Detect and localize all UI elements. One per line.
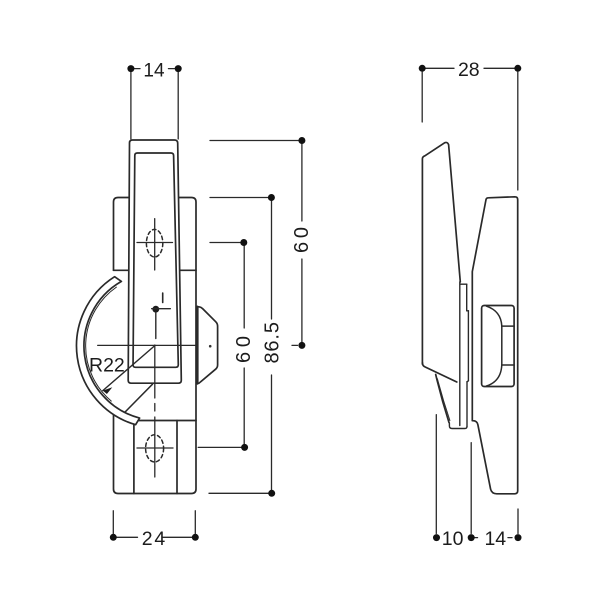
svg-text:10: 10 (442, 528, 464, 550)
svg-text:24: 24 (142, 528, 166, 550)
svg-text:14: 14 (143, 60, 165, 81)
svg-text:14: 14 (484, 528, 506, 550)
svg-text:28: 28 (458, 59, 480, 81)
svg-text:60: 60 (233, 336, 255, 363)
svg-text:60: 60 (291, 227, 313, 253)
svg-text:86.5: 86.5 (262, 322, 284, 364)
svg-text:R22: R22 (89, 354, 125, 376)
